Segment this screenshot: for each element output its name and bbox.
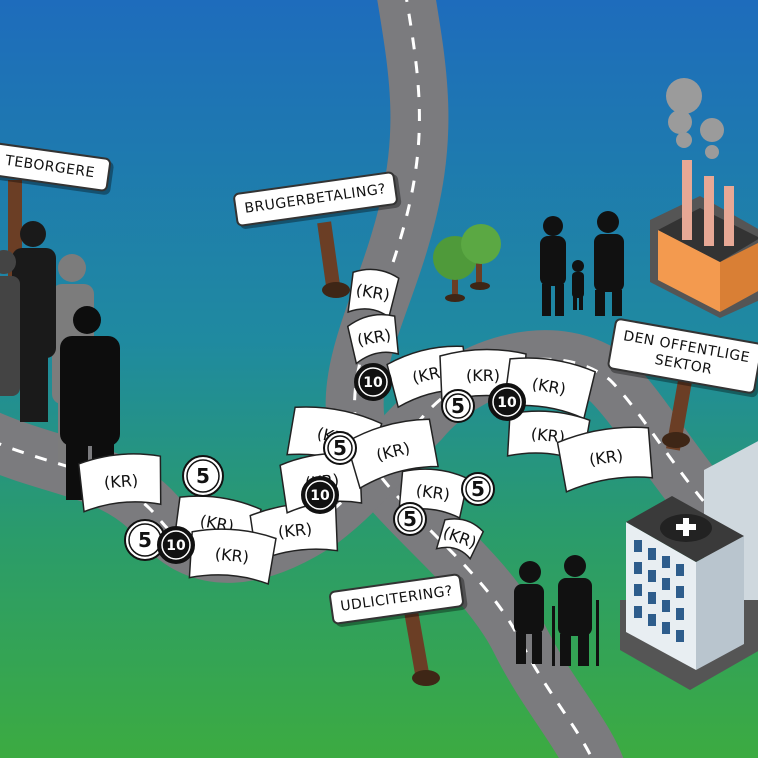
money-bill-label: (KR) <box>530 424 566 446</box>
money-bill-label: (KR) <box>588 446 624 470</box>
money-bill-label: (KR) <box>277 519 313 541</box>
money-bill-label: (KR) <box>415 481 451 505</box>
money-coin-label: 10 <box>166 538 186 554</box>
money-bill-label: (KR) <box>466 366 500 385</box>
factory <box>650 78 758 318</box>
money-coin-label: 10 <box>497 395 517 411</box>
money-coin: 5 <box>461 472 495 506</box>
money-coin-label: 5 <box>138 528 152 552</box>
money-coin-label: 5 <box>403 507 417 531</box>
money-bill: (KR) <box>77 453 162 513</box>
money-coin-label: 10 <box>310 488 330 504</box>
money-coins: 5 5 10 10 5 10 5 10 5 5 <box>124 363 526 564</box>
money-coin: 5 <box>182 455 224 497</box>
money-coin: 5 <box>441 389 475 423</box>
trees <box>433 224 501 302</box>
money-coin: 10 <box>488 383 526 421</box>
money-coin-label: 5 <box>451 394 465 418</box>
money-coin-label: 5 <box>471 477 485 501</box>
elderly-silhouettes <box>514 555 599 666</box>
money-bill-label: (KR) <box>214 544 250 566</box>
money-coin: 10 <box>301 476 339 514</box>
sign-tendering-label: UDLICITERING? <box>339 583 454 615</box>
family-silhouettes <box>540 211 624 316</box>
hospital <box>620 441 758 690</box>
money-bill-label: (KR) <box>103 471 138 492</box>
money-coin-label: 5 <box>196 464 210 488</box>
money-bill: (KR) <box>188 528 277 585</box>
money-coin-label: 10 <box>363 375 383 391</box>
money-bill: (KR) <box>346 313 400 365</box>
money-coin-label: 5 <box>333 436 347 460</box>
money-coin: 5 <box>124 519 166 561</box>
sign-citizens-label: TEBORGERE <box>4 152 96 182</box>
money-coin: 10 <box>354 363 392 401</box>
sign-posts <box>8 180 692 686</box>
money-bill: (KR) <box>435 518 485 561</box>
money-bill: (KR) <box>345 418 440 490</box>
money-coin: 5 <box>393 502 427 536</box>
money-coin: 10 <box>157 526 195 564</box>
money-coin: 5 <box>323 431 357 465</box>
money-bill: (KR) <box>556 426 654 493</box>
